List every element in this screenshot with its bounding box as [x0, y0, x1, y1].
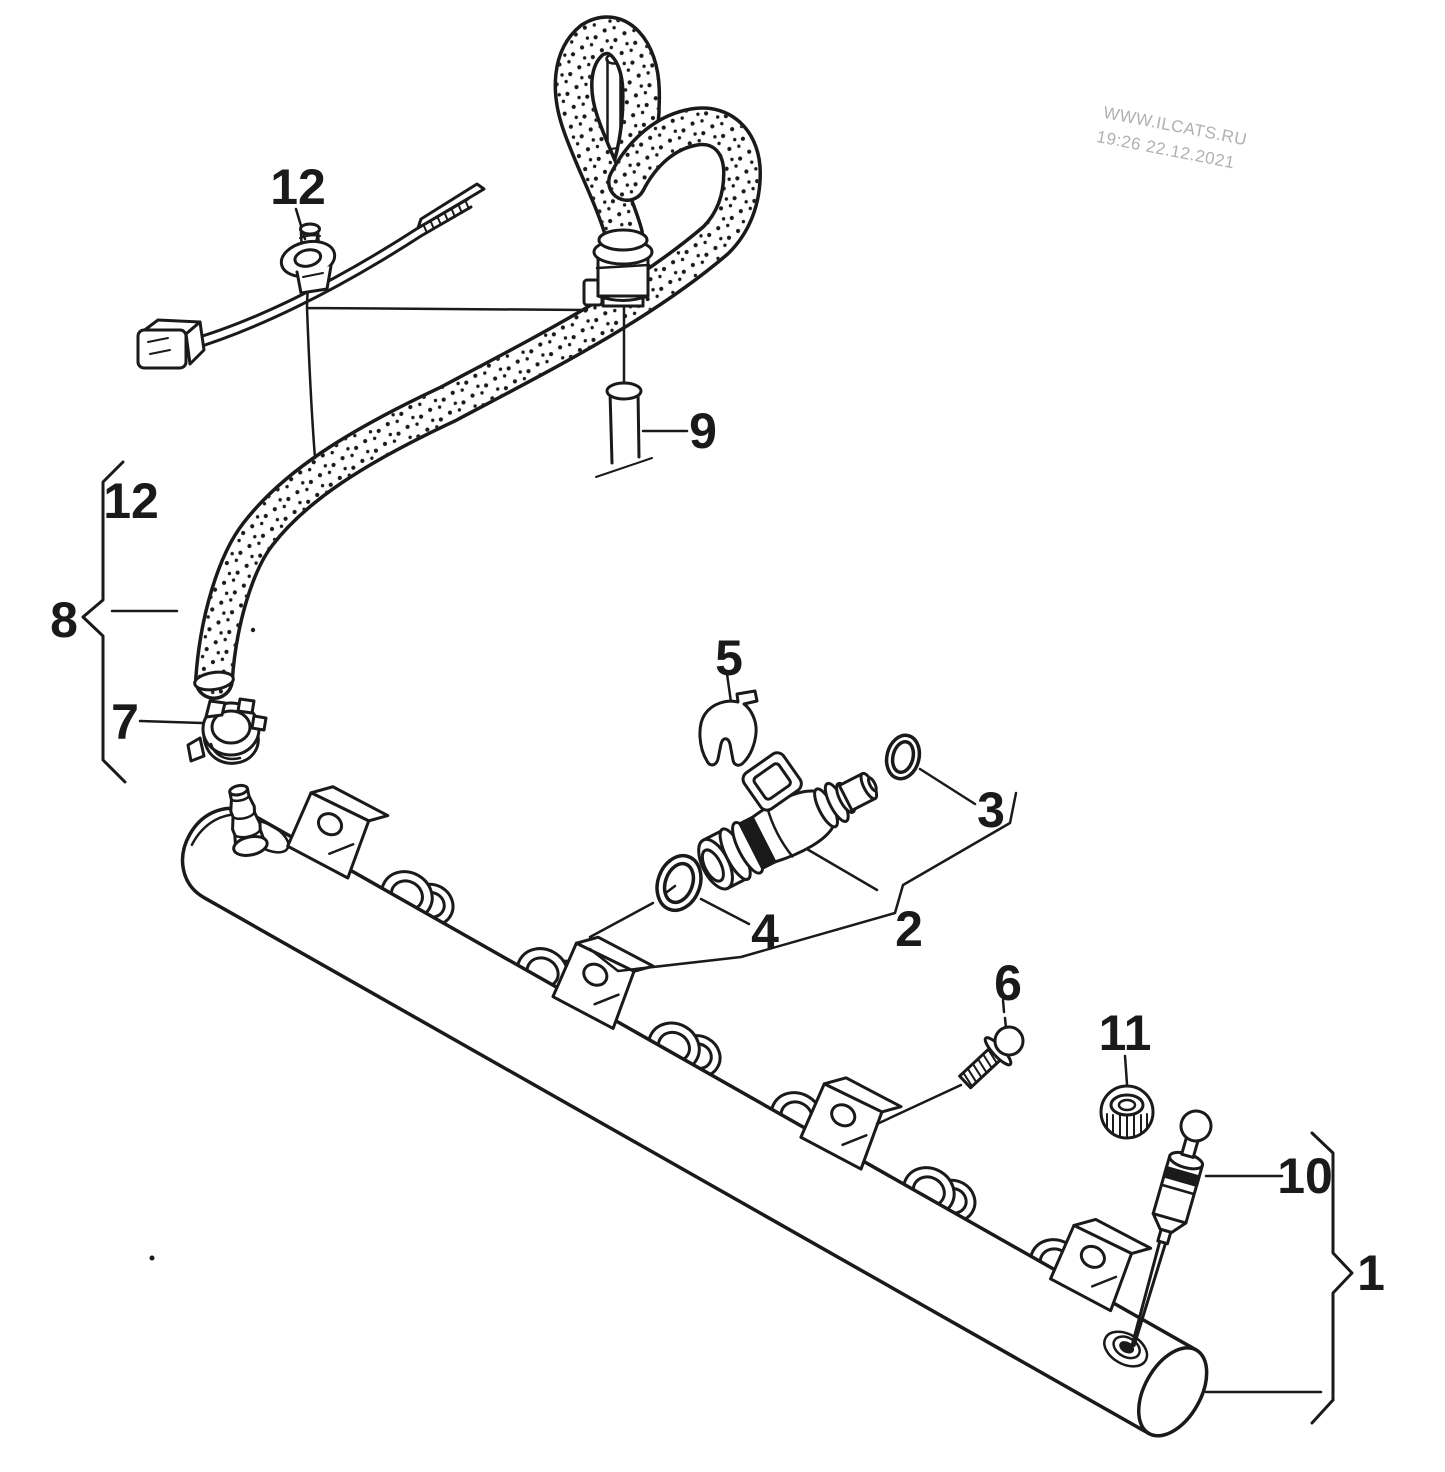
hose-open-end [193, 670, 235, 692]
fuel-rail [180, 785, 1209, 1438]
fuel-injector [697, 751, 879, 891]
rail-bracket [1049, 1217, 1153, 1313]
leader-7 [138, 719, 204, 725]
leader-4-to-rail [588, 884, 677, 939]
callout-cable-tie-bracket: 12 [103, 473, 159, 529]
hose-main-run [193, 106, 762, 700]
hose-loop-rear [553, 15, 662, 254]
rail-body [180, 806, 1199, 1436]
bolt [958, 1025, 1025, 1090]
pipe-break-line [595, 457, 653, 478]
hose-clamp [186, 697, 268, 765]
callout-valve: 10 [1277, 1148, 1333, 1204]
rail-nipple [228, 783, 269, 857]
rail-end-face [1136, 1346, 1209, 1438]
callout-cable-tie: 12 [270, 159, 326, 215]
rail-bracket [799, 1076, 903, 1171]
callout-fuel-rail: 1 [1357, 1245, 1385, 1301]
cable-tie-mount [279, 222, 337, 295]
callout-oring-upper: 3 [977, 782, 1005, 838]
bracket-injector-group [588, 791, 1018, 973]
callout-hose-clamp: 7 [111, 694, 139, 750]
o-ring-upper [884, 733, 922, 781]
hose-fitting [582, 228, 654, 308]
callout-injector: 2 [895, 901, 923, 957]
retaining-clip [698, 689, 759, 767]
print-dot [250, 627, 256, 633]
pipe [595, 306, 653, 478]
bracket-rail-group [1310, 1131, 1354, 1425]
cable-tie [136, 182, 486, 370]
leader-2 [798, 843, 879, 892]
leader-4 [699, 897, 751, 926]
leader-5 [725, 672, 733, 704]
callout-bolt: 6 [994, 955, 1022, 1011]
leader-11 [1123, 1054, 1129, 1086]
callout-hose: 8 [50, 592, 78, 648]
injector-connector [741, 751, 803, 812]
callout-cap: 11 [1099, 1005, 1152, 1061]
rail-bracket [551, 935, 655, 1030]
pressure-valve [1130, 1109, 1213, 1347]
watermark: WWW.ILCATS.RU 19:26 22.12.2021 [1095, 103, 1249, 173]
cap [1099, 1084, 1155, 1140]
o-ring-lower [655, 853, 703, 913]
leader-bolt-to-bracket [875, 1083, 963, 1126]
callout-pipe: 9 [689, 403, 717, 459]
rail-bracket [286, 785, 390, 880]
leader-3 [918, 767, 977, 806]
callout-clip: 5 [715, 630, 743, 686]
bracket-hose-group [81, 460, 127, 784]
callout-oring-lower: 4 [751, 904, 779, 960]
print-dot [149, 1255, 155, 1261]
